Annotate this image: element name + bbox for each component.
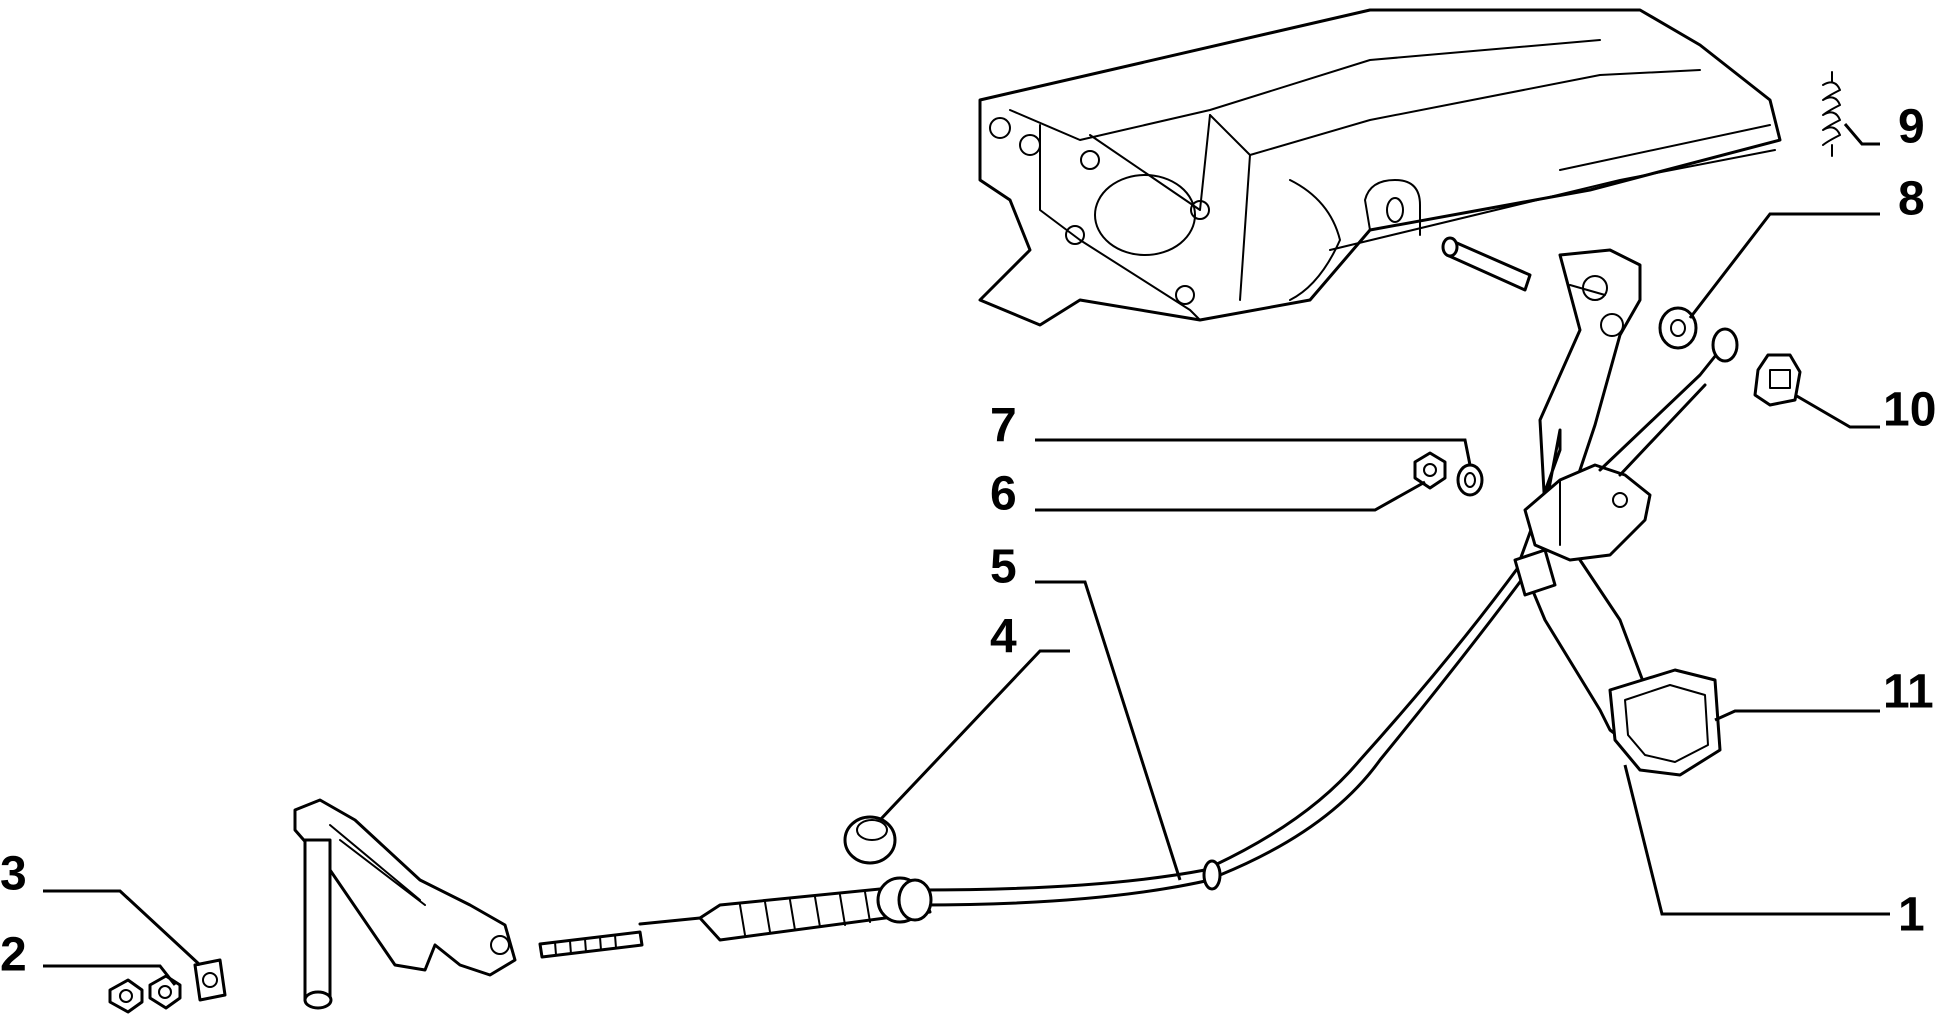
leader-9 [1843,123,1880,146]
leader-lines [43,123,1890,986]
nut-6 [1413,451,1447,490]
callout-10: 10 [1883,384,1936,437]
clutch-cable [538,327,1739,959]
callout-11: 11 [1883,666,1934,719]
leader-1 [1623,764,1890,916]
leader-6 [1035,480,1426,512]
bushing-4 [843,815,897,865]
leader-7 [1035,438,1472,466]
callout-1: 1 [1898,889,1925,942]
callout-6: 6 [990,468,1017,521]
callout-3: 3 [0,848,27,901]
nut-2a [108,978,144,1014]
leader-4 [878,649,1070,822]
pedal-support-bracket [978,8,1782,327]
leader-11 [1714,709,1880,722]
callout-8: 8 [1898,173,1925,226]
callout-9: 9 [1898,101,1925,154]
leader-10 [1794,393,1880,429]
callout-2: 2 [0,929,27,982]
callout-labels: 1 2 3 4 5 6 7 8 9 10 11 [0,101,1936,982]
pivot-pin [1441,236,1532,292]
spring-9 [1822,71,1841,157]
callout-4: 4 [990,611,1017,664]
clip-3 [193,958,227,1002]
leader-5 [1035,580,1182,881]
washer-7 [1456,463,1484,497]
nut-2b [148,974,182,1010]
release-fork-lever [293,798,517,1010]
leader-2 [43,964,177,986]
cable-flange [1523,463,1652,562]
bushing-8 [1658,306,1698,350]
pedal-pad [1608,668,1722,777]
callout-5: 5 [990,541,1017,594]
leader-8 [1688,212,1880,319]
leader-3 [43,889,202,967]
clip-10 [1753,353,1802,407]
callout-7: 7 [990,400,1017,453]
